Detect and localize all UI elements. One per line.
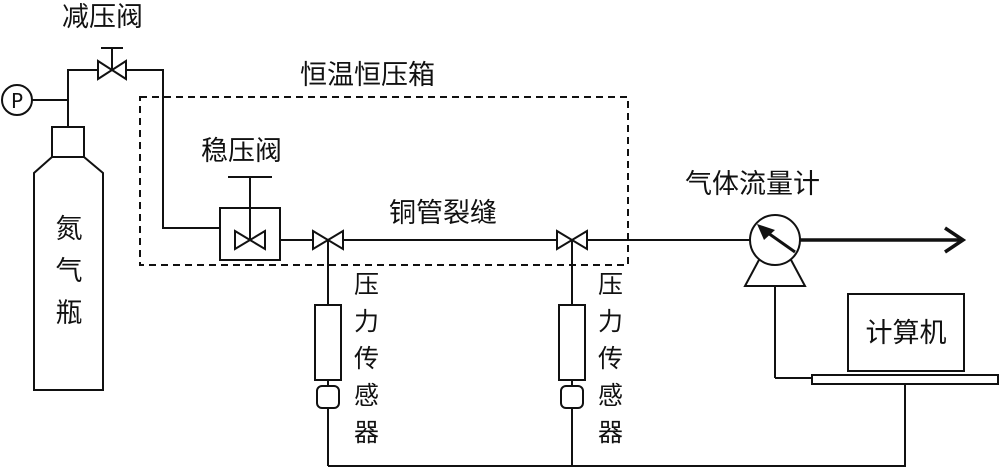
reducing-valve-label: 减压阀 — [62, 2, 143, 33]
regulator-valve — [219, 176, 281, 261]
gauge-label: P — [11, 89, 23, 113]
sensor2-label-3: 传 — [598, 344, 623, 373]
regulator-valve-label: 稳压阀 — [201, 136, 282, 167]
nitrogen-cylinder: 氮 气 瓶 — [33, 126, 104, 391]
valve-2 — [556, 229, 588, 305]
sensor2-label-5: 器 — [598, 418, 623, 447]
reducing-valve — [97, 47, 127, 81]
sensor2-label-4: 感 — [598, 381, 623, 410]
copper-fracture-label: 铜管裂缝 — [389, 198, 497, 229]
pipe-cylinder-to-reducer — [67, 69, 98, 127]
pressure-sensor-2 — [558, 304, 586, 466]
pressure-sensor-1 — [314, 304, 342, 466]
sensor2-label-1: 压 — [598, 270, 623, 299]
gas-flow-meter-label: 气体流量计 — [685, 169, 820, 200]
cylinder-label-1: 氮 — [56, 214, 83, 245]
gas-flow-meter — [743, 214, 812, 379]
sensor2-label-2: 力 — [598, 307, 623, 336]
sensor1-label-2: 力 — [354, 307, 379, 336]
pipe-reducer-to-regulator — [126, 69, 220, 229]
pressure-gauge: P — [1, 84, 68, 116]
computer — [811, 293, 999, 385]
outlet-arrow — [800, 226, 967, 254]
computer-label: 计算机 — [866, 318, 947, 349]
sensor1-label-5: 器 — [354, 418, 379, 447]
sensor1-label-1: 压 — [354, 270, 379, 299]
valve-1 — [312, 229, 344, 305]
cylinder-label-3: 瓶 — [56, 298, 83, 329]
cylinder-label-2: 气 — [56, 256, 83, 287]
sensor1-label-3: 传 — [354, 344, 379, 373]
chamber-boundary — [139, 96, 629, 266]
chamber-label: 恒温恒压箱 — [300, 60, 435, 91]
sensor1-label-4: 感 — [354, 381, 379, 410]
meter-needle-arrow — [757, 224, 775, 240]
data-cable — [328, 384, 906, 467]
